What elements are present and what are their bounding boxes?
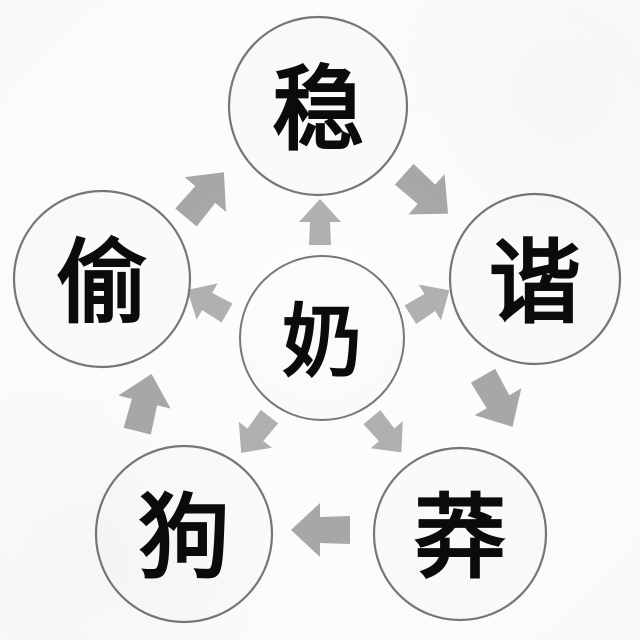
arrow-tou-to-wen-icon bbox=[175, 172, 226, 227]
node-top[interactable]: 稳 bbox=[227, 15, 409, 197]
node-bottom-right-circle bbox=[372, 446, 548, 622]
arrow-nai-to-xie-icon bbox=[404, 284, 450, 324]
arrow-mang-to-gou-icon bbox=[291, 503, 350, 557]
node-right-label: 谐 bbox=[489, 230, 581, 337]
node-center[interactable]: 奶 bbox=[239, 255, 405, 421]
node-top-circle bbox=[227, 15, 409, 197]
node-left-circle bbox=[12, 189, 192, 369]
arrow-nai-to-mang-icon bbox=[363, 410, 403, 453]
outer-arrow-group bbox=[118, 163, 522, 557]
node-left-label: 偷 bbox=[56, 230, 148, 337]
node-bottom-left[interactable]: 狗 bbox=[94, 444, 274, 624]
node-right[interactable]: 谐 bbox=[448, 192, 622, 366]
node-bottom-left-label: 狗 bbox=[138, 485, 230, 592]
arrow-wen-to-xie-icon bbox=[394, 163, 449, 215]
arrow-xie-to-mang-icon bbox=[470, 368, 522, 427]
arrow-nai-to-tou-icon bbox=[187, 283, 233, 323]
node-bottom-right[interactable]: 莽 bbox=[372, 446, 548, 622]
arrow-gou-to-tou-icon bbox=[118, 373, 171, 435]
node-bottom-left-circle bbox=[94, 444, 274, 624]
node-left[interactable]: 偷 bbox=[12, 189, 192, 369]
arrow-nai-to-gou-icon bbox=[238, 409, 279, 453]
node-top-label: 稳 bbox=[272, 57, 364, 164]
arrow-nai-to-wen-icon bbox=[299, 199, 341, 245]
node-right-circle bbox=[448, 192, 622, 366]
inner-arrow-group bbox=[187, 199, 450, 453]
node-center-circle bbox=[239, 255, 405, 421]
node-bottom-right-label: 莽 bbox=[414, 485, 506, 592]
node-center-label: 奶 bbox=[282, 296, 362, 389]
